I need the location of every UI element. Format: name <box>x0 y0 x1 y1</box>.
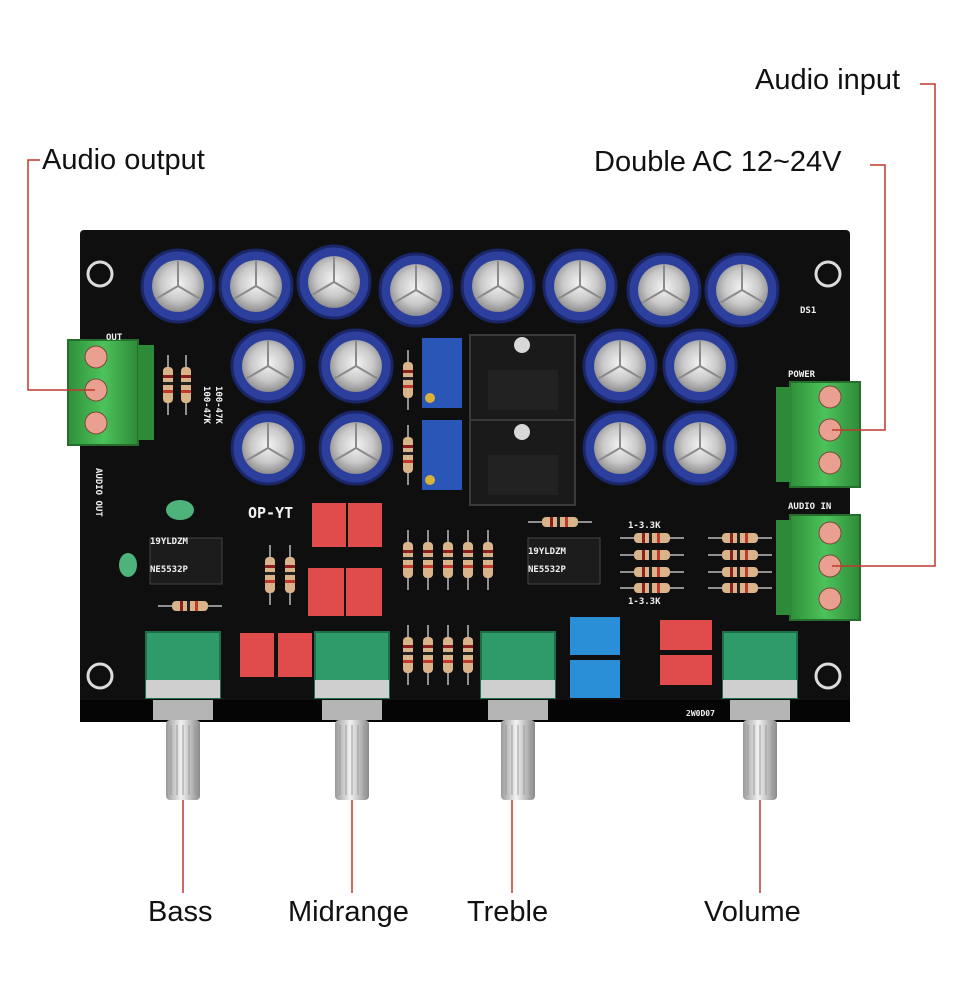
potentiometer <box>480 631 556 800</box>
resistor <box>463 625 473 685</box>
midrange-label: Midrange <box>288 896 409 928</box>
audio-input-label: Audio input <box>755 64 901 96</box>
potentiometer <box>314 631 390 800</box>
resistors <box>158 350 772 685</box>
resistor <box>423 625 433 685</box>
bass-label: Bass <box>148 896 213 928</box>
treble-label: Treble <box>467 896 549 928</box>
capacitor <box>318 328 394 404</box>
capacitor <box>218 248 294 324</box>
capacitor <box>626 252 702 328</box>
capacitor <box>542 248 618 324</box>
potentiometer <box>145 631 221 800</box>
silk-board-code: 2W0D07 <box>686 709 715 718</box>
board-name: OP-YT <box>248 504 293 522</box>
resistor <box>483 530 493 590</box>
resistor <box>443 625 453 685</box>
film-capacitors-red <box>240 503 712 685</box>
silk-range-2: 1-3.3K <box>628 597 661 607</box>
resistor <box>708 567 772 577</box>
terminal-out <box>67 339 154 446</box>
trim-pots <box>422 338 462 490</box>
resistor <box>620 583 684 593</box>
silk-range-1: 1-3.3K <box>628 521 661 531</box>
silk-res-label-2: 100-47K <box>213 386 223 425</box>
capacitor <box>230 328 306 404</box>
resistor <box>708 533 772 543</box>
capacitor <box>662 410 738 486</box>
resistor <box>620 533 684 543</box>
resistor <box>443 530 453 590</box>
resistor <box>181 355 191 415</box>
capacitor <box>296 244 372 320</box>
capacitor <box>662 328 738 404</box>
capacitor <box>582 410 658 486</box>
capacitor <box>230 410 306 486</box>
resistor <box>265 545 275 605</box>
double-ac-label: Double AC 12~24V <box>594 146 842 178</box>
film-capacitors-blue <box>570 617 620 698</box>
terminal-audio-in <box>776 514 861 621</box>
resistor <box>463 530 473 590</box>
capacitor <box>140 248 216 324</box>
resistor <box>403 350 413 410</box>
resistor <box>403 530 413 590</box>
resistor <box>403 425 413 485</box>
silk-power: POWER <box>788 370 816 380</box>
silk-out: OUT <box>106 333 123 343</box>
resistor <box>403 625 413 685</box>
silk-chip-top-1: 19YLDZM <box>150 537 189 547</box>
terminal-power <box>776 381 861 488</box>
silk-audio-in: AUDIO IN <box>788 502 831 512</box>
capacitor <box>582 328 658 404</box>
resistor <box>528 517 592 527</box>
opamp-chips <box>149 537 601 585</box>
silk-ds1: DS1 <box>800 306 816 316</box>
electrolytic-capacitors <box>140 244 780 486</box>
resistor <box>708 583 772 593</box>
potentiometers <box>145 631 798 800</box>
resistor <box>285 545 295 605</box>
capacitor <box>704 252 780 328</box>
silk-chip-bottom-2: NE5532P <box>528 565 567 575</box>
leader-lines <box>27 83 936 893</box>
volume-label: Volume <box>704 896 801 928</box>
capacitor <box>378 252 454 328</box>
silk-audio-out: AUDIO OUT <box>93 468 103 517</box>
resistor <box>708 550 772 560</box>
resistor <box>163 355 173 415</box>
silk-res-label-1: 100-47K <box>201 386 211 425</box>
resistor <box>423 530 433 590</box>
capacitor <box>460 248 536 324</box>
resistor <box>620 550 684 560</box>
audio-output-label: Audio output <box>42 144 205 176</box>
capacitor <box>318 410 394 486</box>
potentiometer <box>722 631 798 800</box>
resistor <box>158 601 222 611</box>
mounting-holes <box>86 260 842 690</box>
silk-chip-bottom-1: NE5532P <box>150 565 189 575</box>
silk-chip-top-2: 19YLDZM <box>528 547 567 557</box>
resistor <box>620 567 684 577</box>
